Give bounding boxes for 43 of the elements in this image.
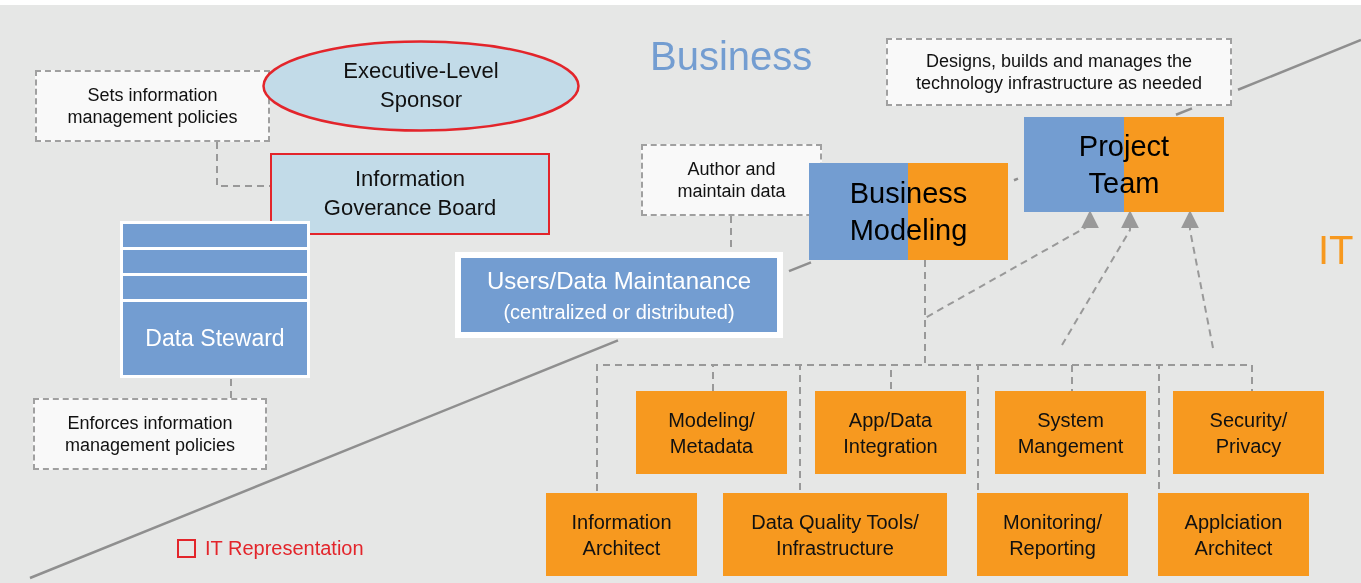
box-label: Executive-Level Sponsor [342, 57, 500, 114]
box-label: Data Quality Tools/ Infrastructure [750, 509, 920, 561]
legend-label: IT Representation [205, 537, 364, 560]
note-box [33, 398, 267, 470]
box-label: Users/Data Maintanance [486, 266, 752, 297]
it-role-box [1173, 391, 1324, 474]
role-card [120, 273, 310, 300]
box-label: App/Data Integration [842, 407, 939, 459]
box-sublabel: (centralized or distributed) [503, 299, 735, 325]
connector-line [230, 377, 232, 399]
box-label: Monitoring/ Reporting [1002, 509, 1103, 561]
arrow [1181, 210, 1214, 349]
box-label: Security/ Privacy [1208, 407, 1289, 459]
it-role-box [636, 391, 787, 474]
box-label: Author and maintain data [676, 157, 787, 203]
section-title: IT [1318, 228, 1354, 273]
box-label: Sets information management policies [66, 83, 239, 129]
arrow [1061, 210, 1139, 346]
role-box [455, 252, 783, 338]
note-box [35, 70, 270, 142]
box-label: Modeling/ Metadata [667, 407, 756, 459]
box-label: Designs, builds and manages the technology infrastructure as needed [914, 49, 1204, 95]
box-label: Applciation Architect [1183, 509, 1284, 561]
it-role-box [977, 493, 1128, 576]
box-label: Information Architect [570, 509, 673, 561]
it-role-box [1158, 493, 1309, 576]
box-label: System Mangement [1016, 407, 1125, 459]
it-role-box [546, 493, 697, 576]
role-card [120, 221, 310, 248]
it-role-box [995, 391, 1146, 474]
box-label: Data Steward [145, 323, 285, 353]
section-title: Business [650, 34, 813, 79]
role-card [120, 299, 310, 378]
it-role-box [815, 391, 966, 474]
note-box [886, 38, 1232, 106]
board-box [270, 153, 550, 235]
role-box [1024, 117, 1224, 212]
box-label: Enforces information management policies [63, 411, 237, 457]
role-card [120, 247, 310, 274]
it-role-box [723, 493, 947, 576]
note-box [641, 144, 822, 216]
arrow [924, 210, 1099, 320]
box-label: Information Goverance Board [322, 165, 498, 222]
